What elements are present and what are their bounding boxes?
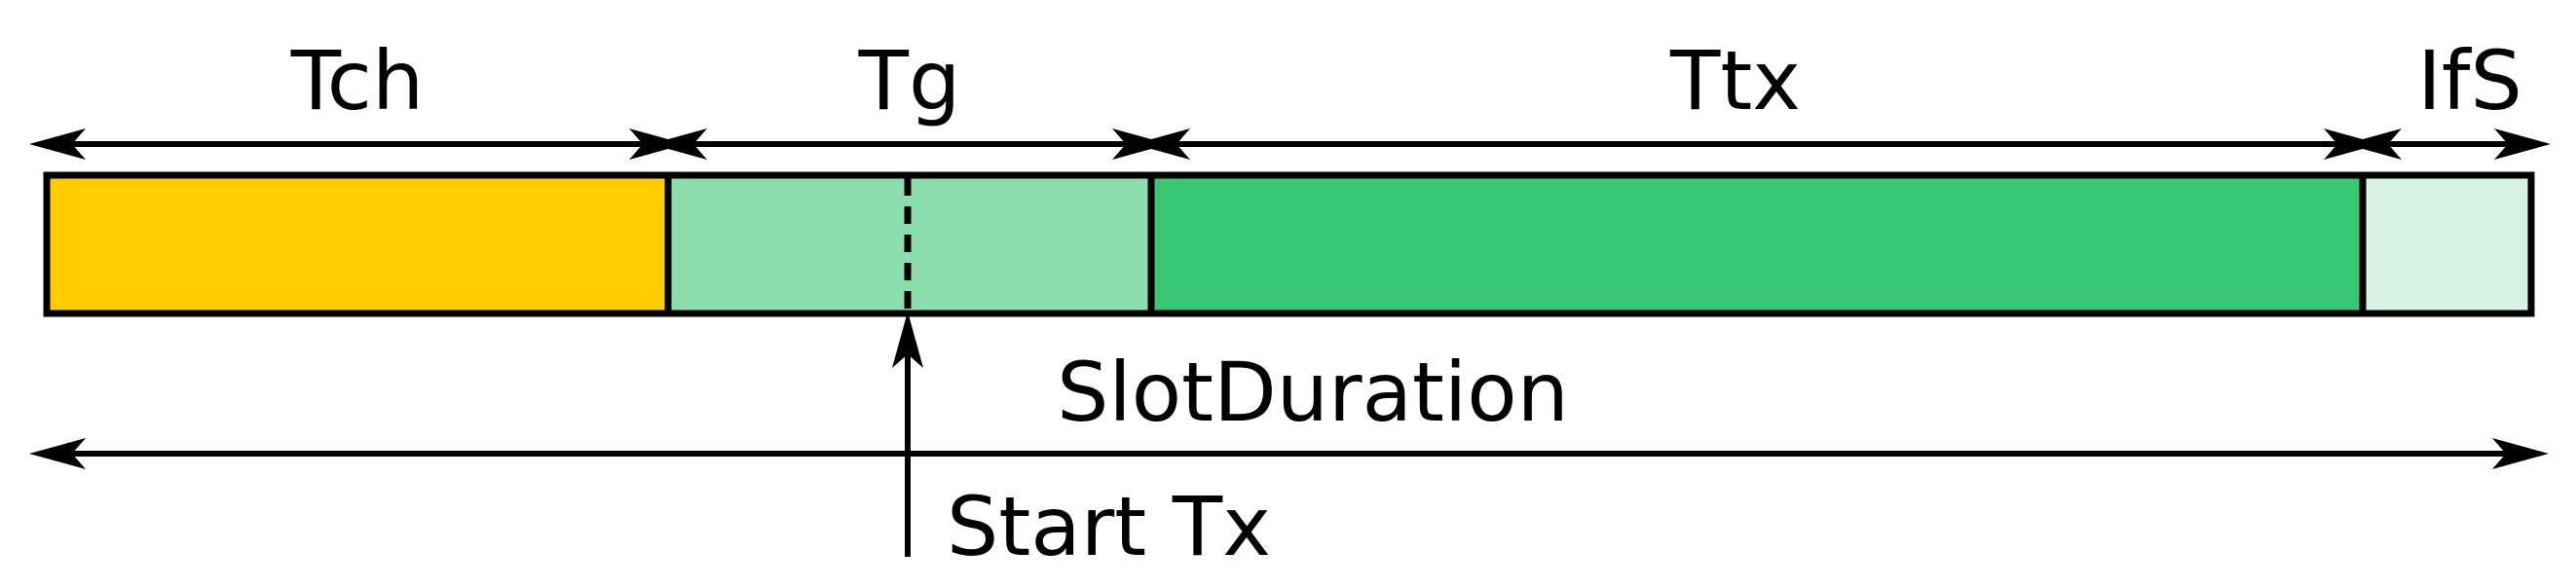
- segment-ifs: [2359, 171, 2535, 317]
- ifs-label: IfS: [2417, 33, 2522, 128]
- ttx-label: Ttx: [1669, 33, 1801, 128]
- tch-dimension-arrow: [29, 128, 686, 160]
- tch-label: Tch: [290, 33, 424, 128]
- segment-ttx: [1147, 171, 2367, 317]
- start-tx-arrow: [892, 312, 923, 557]
- start-tx-label: Start Tx: [947, 479, 1271, 574]
- ttx-dimension-arrow: [1134, 128, 2380, 160]
- slot-duration-label: SlotDuration: [1057, 345, 1569, 440]
- tg-dimension-arrow: [651, 128, 1169, 160]
- ifs-dimension-arrow: [2345, 128, 2551, 160]
- slot-duration-arrow: [29, 438, 2549, 469]
- segment-tch: [43, 171, 672, 317]
- tg-label: Tg: [858, 33, 961, 128]
